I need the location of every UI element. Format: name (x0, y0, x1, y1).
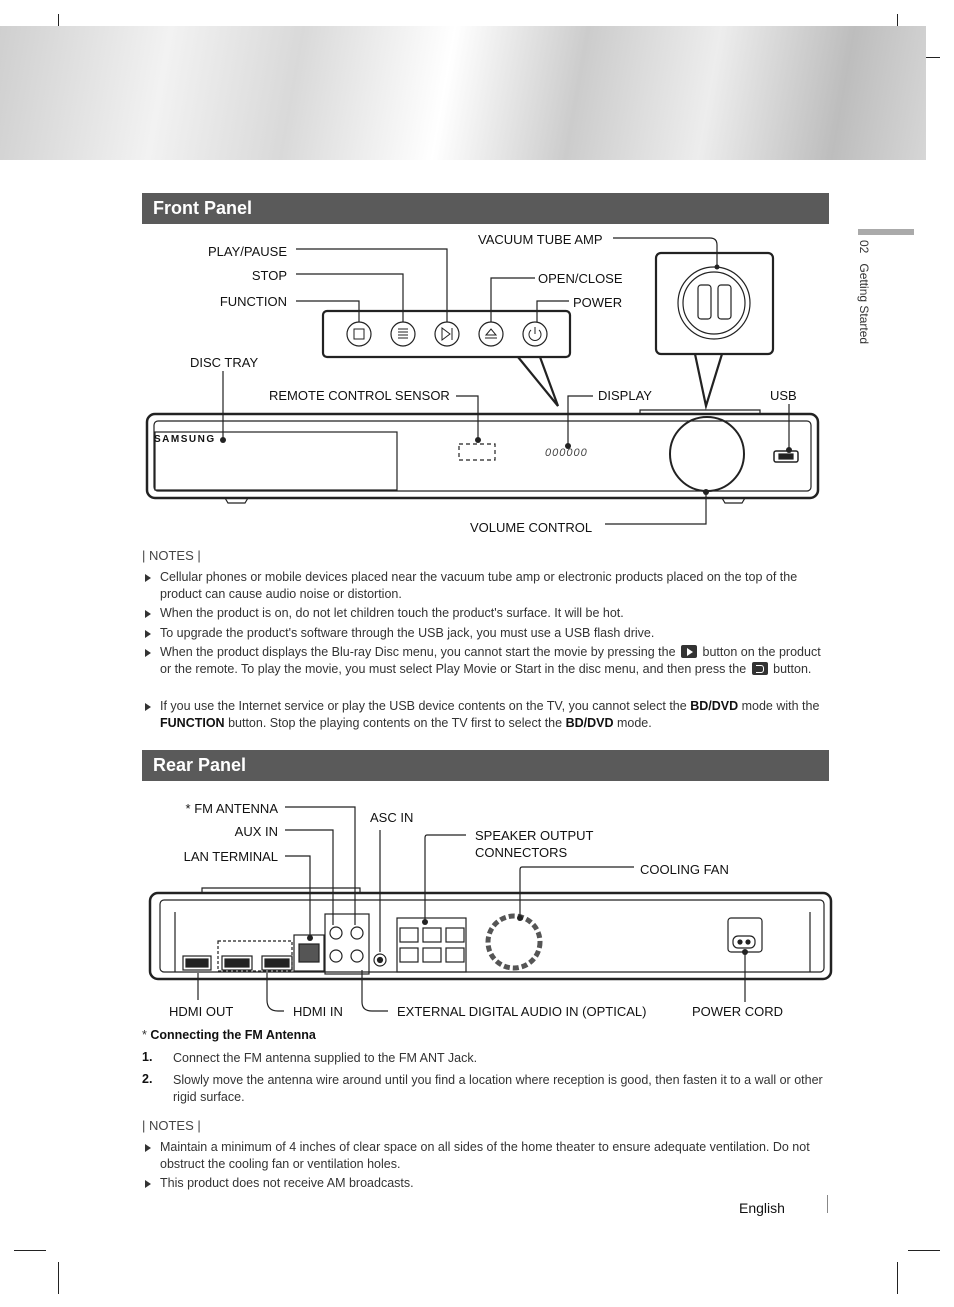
step-text: Slowly move the antenna wire around unti… (173, 1073, 823, 1104)
label-function: FUNCTION (219, 294, 287, 309)
fm-antenna-title: * Connecting the FM Antenna (142, 1028, 316, 1042)
footer-divider (827, 1195, 828, 1213)
label-speaker-connectors: CONNECTORS (475, 845, 568, 860)
note-item: When the product is on, do not let child… (145, 605, 828, 622)
label-disc-tray: DISC TRAY (190, 355, 259, 370)
front-panel-heading: Front Panel (142, 193, 829, 224)
play-button-icon (681, 645, 698, 658)
label-speaker-output: SPEAKER OUTPUT (475, 828, 594, 843)
step-number: 1. (142, 1050, 153, 1064)
footer-language: English (739, 1200, 785, 1216)
note-item: If you use the Internet service or play … (145, 698, 828, 732)
header-banner (0, 26, 926, 160)
notes-heading: | NOTES | (142, 548, 201, 563)
note-item: Cellular phones or mobile devices placed… (145, 569, 828, 603)
label-fm-antenna: * FM ANTENNA (185, 801, 278, 816)
notes-heading: | NOTES | (142, 1118, 201, 1133)
note-item: This product does not receive AM broadca… (145, 1175, 828, 1192)
label-play-pause: PLAY/PAUSE (208, 244, 287, 259)
crop-mark (897, 1262, 898, 1294)
note-item: Maintain a minimum of 4 inches of clear … (145, 1139, 828, 1173)
crop-mark (14, 1250, 46, 1251)
label-power-cord: POWER CORD (692, 1004, 783, 1019)
rear-panel-heading: Rear Panel (142, 750, 829, 781)
label-power: POWER (573, 295, 623, 310)
note-item: When the product displays the Blu-ray Di… (145, 644, 828, 678)
brand-logo: SAMSUNG (154, 434, 216, 445)
label-display: DISPLAY (598, 388, 652, 403)
crop-mark (908, 1250, 940, 1251)
label-usb: USB (770, 388, 797, 403)
label-open-close: OPEN/CLOSE (538, 271, 623, 286)
side-tab-bar (858, 229, 914, 235)
step-number: 2. (142, 1072, 153, 1086)
enter-button-icon (751, 662, 768, 675)
label-aux-in: AUX IN (234, 824, 278, 839)
label-lan-terminal: LAN TERMINAL (183, 849, 278, 864)
note-item: To upgrade the product's software throug… (145, 625, 828, 642)
label-volume-control: VOLUME CONTROL (470, 520, 593, 535)
crop-mark (58, 1262, 59, 1294)
label-remote-sensor: REMOTE CONTROL SENSOR (269, 388, 450, 403)
label-hdmi-out: HDMI OUT (169, 1004, 234, 1019)
label-asc-in: ASC IN (370, 810, 414, 825)
label-cooling-fan: COOLING FAN (640, 862, 729, 877)
label-vacuum-tube-amp: VACUUM TUBE AMP (478, 232, 603, 247)
label-optical: EXTERNAL DIGITAL AUDIO IN (OPTICAL) (397, 1004, 647, 1019)
step-text: Connect the FM antenna supplied to the F… (173, 1051, 478, 1065)
display-readout: 000000 (545, 447, 588, 459)
label-stop: STOP (251, 268, 287, 283)
label-hdmi-in: HDMI IN (293, 1004, 343, 1019)
